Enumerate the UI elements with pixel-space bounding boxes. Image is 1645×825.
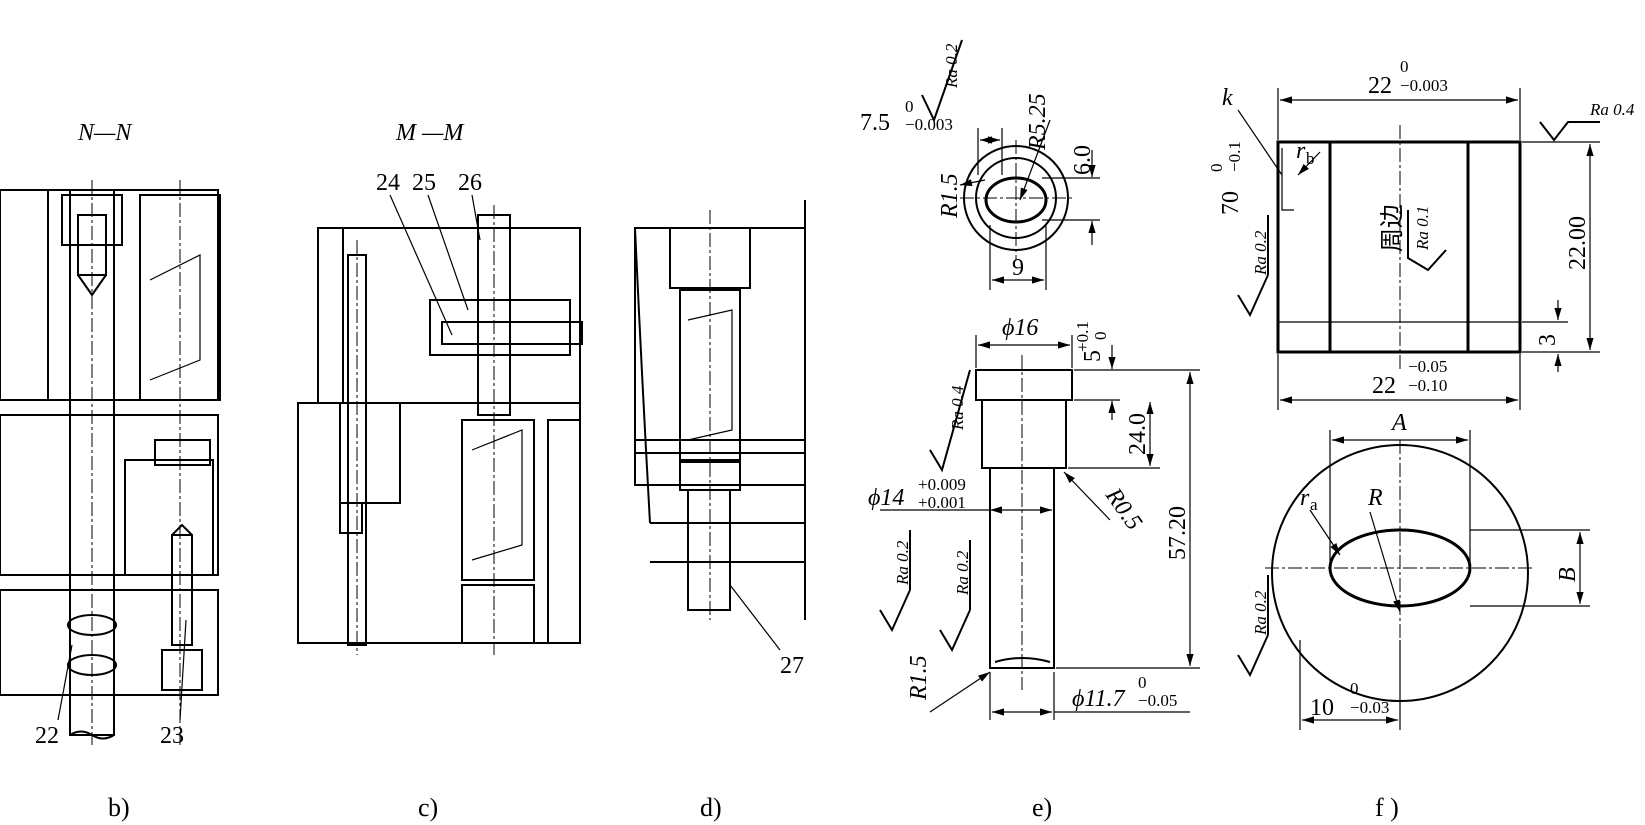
svg-text:−0.05: −0.05 xyxy=(1138,691,1177,710)
view-c-slider xyxy=(429,299,571,356)
svg-text:+0.009: +0.009 xyxy=(918,475,966,494)
view-e-ra-top: Ra 0.2 xyxy=(942,43,961,89)
svg-text:a: a xyxy=(1310,495,1318,514)
view-b-screw-head xyxy=(61,194,123,246)
view-b-label-22: 22 xyxy=(35,723,59,749)
view-e: Ra 0.2 7.5 0 −0.003 R5.25 R1.5 6.0 9 xyxy=(860,39,1200,822)
view-e-r15-bottom: R1.5 xyxy=(906,655,932,701)
svg-text:0: 0 xyxy=(1400,57,1409,76)
view-e-d9: 9 xyxy=(1012,255,1024,281)
view-e-punch-head xyxy=(975,369,1073,401)
view-b-title: N—N xyxy=(77,120,133,146)
view-e-r15-top: R1.5 xyxy=(937,173,963,219)
caption-b: b) xyxy=(108,793,130,822)
view-b-left-plate xyxy=(0,189,49,401)
view-e-r05: R0.5 xyxy=(1100,483,1147,535)
svg-text:−0.003: −0.003 xyxy=(905,115,953,134)
view-d: 27 d) xyxy=(634,200,806,822)
view-c-label-24: 24 xyxy=(376,170,400,196)
svg-text:−0.1: −0.1 xyxy=(1225,141,1244,172)
view-b-label-23: 23 xyxy=(160,723,184,749)
svg-text:−0.05: −0.05 xyxy=(1408,357,1447,376)
view-f-A: A xyxy=(1390,410,1407,436)
view-f-d70: 70 xyxy=(1218,191,1244,215)
view-f-rb: r xyxy=(1296,138,1306,164)
view-f-ra02-bottom: Ra 0.2 xyxy=(1251,590,1270,636)
view-e-phi14: ϕ14 xyxy=(868,485,904,511)
view-b-bottom-plate xyxy=(0,589,219,696)
caption-f: f ) xyxy=(1375,793,1399,822)
svg-text:−0.10: −0.10 xyxy=(1408,376,1447,395)
view-c-label-26: 26 xyxy=(458,170,482,196)
view-d-label-27: 27 xyxy=(780,653,804,679)
svg-text:0: 0 xyxy=(1207,164,1226,173)
view-f-ra02-left: Ra 0.2 xyxy=(1251,230,1270,276)
view-f-d3: 3 xyxy=(1535,334,1561,346)
svg-text:+0.001: +0.001 xyxy=(918,493,966,512)
view-f-B: B xyxy=(1555,567,1581,582)
view-e-phi117: ϕ11.7 xyxy=(1072,686,1126,712)
svg-text:−0.03: −0.03 xyxy=(1350,698,1389,717)
view-c-title: M —M xyxy=(395,120,465,146)
svg-text:0: 0 xyxy=(1350,679,1359,698)
view-e-phi16: ϕ16 xyxy=(1002,315,1038,341)
view-f-d22-bottom: 22 xyxy=(1372,373,1396,399)
view-d-pin xyxy=(687,489,731,611)
view-c: M —M 24 25 26 c) xyxy=(297,120,583,822)
view-e-d75: 7.5 xyxy=(860,110,890,136)
view-f-k: k xyxy=(1222,85,1233,111)
caption-e: e) xyxy=(1032,793,1052,822)
view-f: k 22 0 −0.003 Ra 0.4 70 0 −0.1 r b Ra 0.… xyxy=(1207,57,1635,822)
view-f-zhoubian: 周边 xyxy=(1379,204,1406,252)
view-b-upper-plate xyxy=(47,189,219,401)
view-f-R: R xyxy=(1367,485,1383,511)
svg-text:+0.1: +0.1 xyxy=(1073,321,1092,352)
svg-text:−0.003: −0.003 xyxy=(1400,76,1448,95)
view-c-label-25: 25 xyxy=(412,170,436,196)
svg-text:0: 0 xyxy=(905,97,914,116)
view-f-ra04: Ra 0.4 xyxy=(1589,100,1635,119)
view-e-r525: R5.25 xyxy=(1025,93,1051,151)
view-e-d240: 24.0 xyxy=(1125,413,1151,455)
svg-text:0: 0 xyxy=(1091,332,1110,341)
view-f-ra: r xyxy=(1300,485,1310,511)
caption-d: d) xyxy=(700,793,722,822)
view-f-ra01: Ra 0.1 xyxy=(1413,206,1432,251)
caption-c: c) xyxy=(418,793,438,822)
view-e-ra02-a: Ra 0.2 xyxy=(893,540,912,586)
view-e-punch-shank xyxy=(981,399,1067,469)
view-e-d5720: 57.20 xyxy=(1165,506,1191,560)
view-f-d2200: 22.00 xyxy=(1565,216,1591,270)
view-d-plate xyxy=(634,227,806,454)
svg-text:b: b xyxy=(1306,149,1315,168)
svg-text:0: 0 xyxy=(1138,673,1147,692)
view-b: N—N 22 23 b) xyxy=(0,120,221,822)
view-e-d60: 6.0 xyxy=(1070,145,1096,175)
view-f-d10: 10 xyxy=(1310,695,1334,721)
view-e-ra02-b: Ra 0.2 xyxy=(953,550,972,596)
view-f-d22-top: 22 xyxy=(1368,73,1392,99)
view-e-ra04: Ra 0.4 xyxy=(948,385,967,431)
view-e-d5: 5 xyxy=(1080,350,1106,362)
